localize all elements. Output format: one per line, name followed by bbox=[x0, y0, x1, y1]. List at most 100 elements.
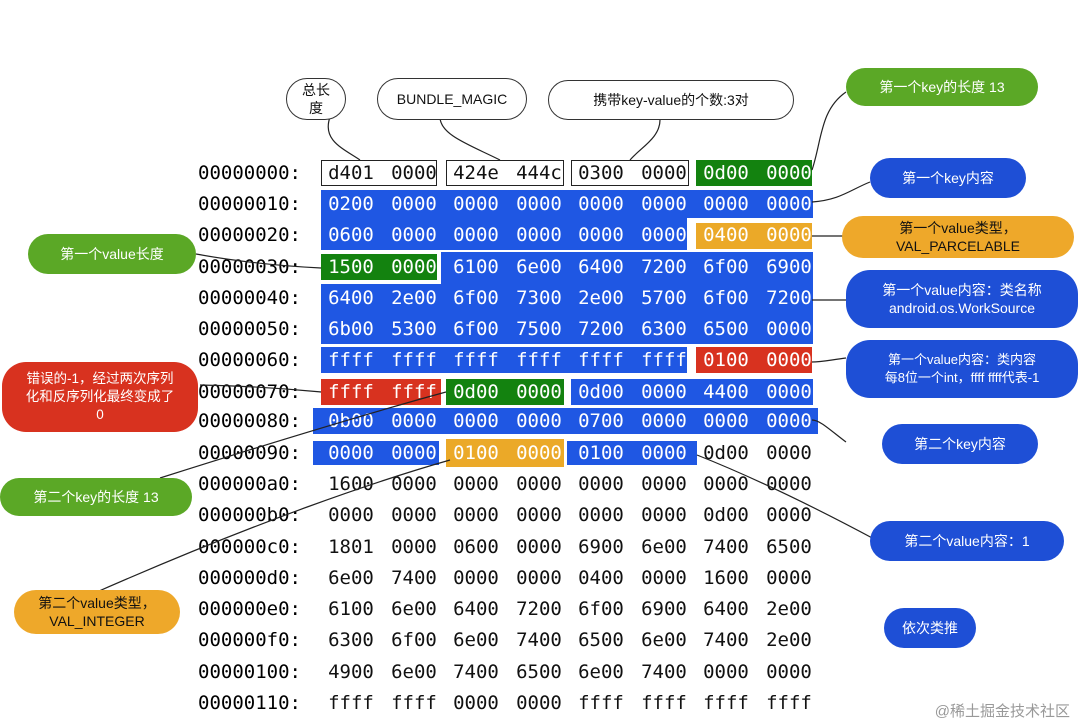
hex-word: 6b00 bbox=[328, 318, 374, 340]
hex-word: ffff bbox=[328, 349, 374, 371]
hex-word: 0000 bbox=[453, 193, 499, 215]
value1-content-red-highlight bbox=[696, 347, 812, 373]
hex-word: 0000 bbox=[516, 224, 562, 246]
row-address: 00000000: bbox=[198, 162, 301, 184]
row-address: 00000020: bbox=[198, 224, 301, 246]
value1-content-highlight-a bbox=[441, 252, 813, 286]
hex-word: 0000 bbox=[391, 256, 437, 278]
hex-word: 7400 bbox=[516, 629, 562, 651]
wrong-minus-one-line3: 0 bbox=[96, 407, 104, 422]
hex-word: 6900 bbox=[766, 256, 812, 278]
hex-word: ffff bbox=[641, 692, 687, 714]
value2-type-label-line1: 第二个value类型， bbox=[38, 595, 156, 611]
hex-word: 6e00 bbox=[641, 536, 687, 558]
hex-word: 0400 bbox=[578, 567, 624, 589]
hex-word: 6e00 bbox=[391, 661, 437, 683]
hex-word: 6e00 bbox=[578, 661, 624, 683]
hex-word: 0000 bbox=[578, 473, 624, 495]
hex-word: 6400 bbox=[453, 598, 499, 620]
bundle-magic-box bbox=[446, 160, 564, 186]
hex-word: 7400 bbox=[703, 629, 749, 651]
value1-content-highlight-c bbox=[321, 347, 687, 373]
value1-class-content-label: 第一个value内容：类内容 每8位一个int，ffff ffff代表-1 bbox=[846, 340, 1078, 398]
hex-word: 6500 bbox=[578, 629, 624, 651]
hex-word: 7200 bbox=[516, 598, 562, 620]
hex-word: 0000 bbox=[578, 224, 624, 246]
hex-word: 0600 bbox=[328, 224, 374, 246]
row-address: 000000b0: bbox=[198, 504, 301, 526]
hex-word: 0000 bbox=[766, 224, 812, 246]
hex-word: 2e00 bbox=[766, 629, 812, 651]
key2-content-highlight-a bbox=[571, 379, 813, 405]
hex-word: 0000 bbox=[516, 692, 562, 714]
pair-count-box bbox=[571, 160, 689, 186]
hex-word: 7400 bbox=[641, 661, 687, 683]
hex-word: ffff bbox=[391, 381, 437, 403]
key1-content-label: 第一个key内容 bbox=[870, 158, 1026, 198]
hex-word: 0000 bbox=[766, 349, 812, 371]
row-address: 000000c0: bbox=[198, 536, 301, 558]
hex-word: 0000 bbox=[641, 567, 687, 589]
value2-type-label-line2: VAL_INTEGER bbox=[49, 613, 145, 629]
hex-word: 0000 bbox=[703, 661, 749, 683]
hex-word: ffff bbox=[328, 381, 374, 403]
value1-type-label: 第一个value类型， VAL_PARCELABLE bbox=[842, 216, 1074, 258]
value1-class-name-line2: android.os.WorkSource bbox=[888, 300, 1036, 316]
total-length-box bbox=[321, 160, 437, 186]
hex-word: 6400 bbox=[328, 287, 374, 309]
hex-word: 7200 bbox=[766, 287, 812, 309]
and-so-on-label-text: 依次类推 bbox=[902, 620, 958, 636]
hex-word: 0000 bbox=[578, 193, 624, 215]
hex-word: 0600 bbox=[453, 536, 499, 558]
watermark: @稀土掘金技术社区 bbox=[934, 703, 1070, 720]
value2-type-label: 第二个value类型， VAL_INTEGER bbox=[14, 590, 180, 634]
row-address: 00000040: bbox=[198, 287, 301, 309]
row-address: 00000110: bbox=[198, 692, 301, 714]
hex-word: 0000 bbox=[766, 442, 812, 464]
hex-word: 0000 bbox=[766, 318, 812, 340]
hex-word: 7400 bbox=[703, 536, 749, 558]
value1-class-name-line1: 第一个value内容：类名称 bbox=[882, 282, 1042, 298]
hex-word: 0000 bbox=[328, 504, 374, 526]
hex-word: 6300 bbox=[641, 318, 687, 340]
hex-word: 0200 bbox=[328, 193, 374, 215]
row-address: 000000e0: bbox=[198, 598, 301, 620]
hex-word: 1600 bbox=[328, 473, 374, 495]
hex-word: 0b00 bbox=[328, 410, 374, 432]
hex-word: 0000 bbox=[641, 442, 687, 464]
hex-word: 0000 bbox=[391, 193, 437, 215]
row-address: 000000d0: bbox=[198, 567, 301, 589]
hex-word: 0000 bbox=[578, 504, 624, 526]
value1-class-content-line2: 每8位一个int，ffff ffff代表-1 bbox=[884, 370, 1040, 385]
hex-word: 6f00 bbox=[453, 287, 499, 309]
value1-class-content-line1: 第一个value内容：类内容 bbox=[887, 352, 1037, 367]
hex-word: ffff bbox=[391, 349, 437, 371]
row-address: 00000090: bbox=[198, 442, 301, 464]
key1-content-highlight-b bbox=[321, 218, 687, 250]
hex-word: 0000 bbox=[766, 504, 812, 526]
hex-word: 0000 bbox=[641, 473, 687, 495]
hex-word: 0000 bbox=[516, 410, 562, 432]
hex-word: 7200 bbox=[641, 256, 687, 278]
hex-word: 424e bbox=[453, 162, 499, 184]
hex-word: ffff bbox=[516, 349, 562, 371]
value1-length-label: 第一个value长度 bbox=[28, 234, 196, 274]
row-address: 00000010: bbox=[198, 193, 301, 215]
key1-length-label-text: 第一个key的长度 13 bbox=[879, 79, 1005, 95]
hex-word: 6f00 bbox=[453, 318, 499, 340]
hex-word: 0000 bbox=[453, 410, 499, 432]
hex-word: 6e00 bbox=[641, 629, 687, 651]
hex-word: 0000 bbox=[641, 193, 687, 215]
hex-word: 0000 bbox=[766, 473, 812, 495]
hex-word: 0300 bbox=[578, 162, 624, 184]
hex-word: 0000 bbox=[453, 567, 499, 589]
value1-type-highlight bbox=[696, 223, 812, 249]
hex-word: 0100 bbox=[453, 442, 499, 464]
hex-word: 7200 bbox=[578, 318, 624, 340]
hex-word: 0000 bbox=[641, 410, 687, 432]
hex-word: 6f00 bbox=[391, 629, 437, 651]
hex-word: 6e00 bbox=[328, 567, 374, 589]
hex-word: 0000 bbox=[703, 410, 749, 432]
hex-word: 7500 bbox=[516, 318, 562, 340]
row-address: 00000070: bbox=[198, 381, 301, 403]
